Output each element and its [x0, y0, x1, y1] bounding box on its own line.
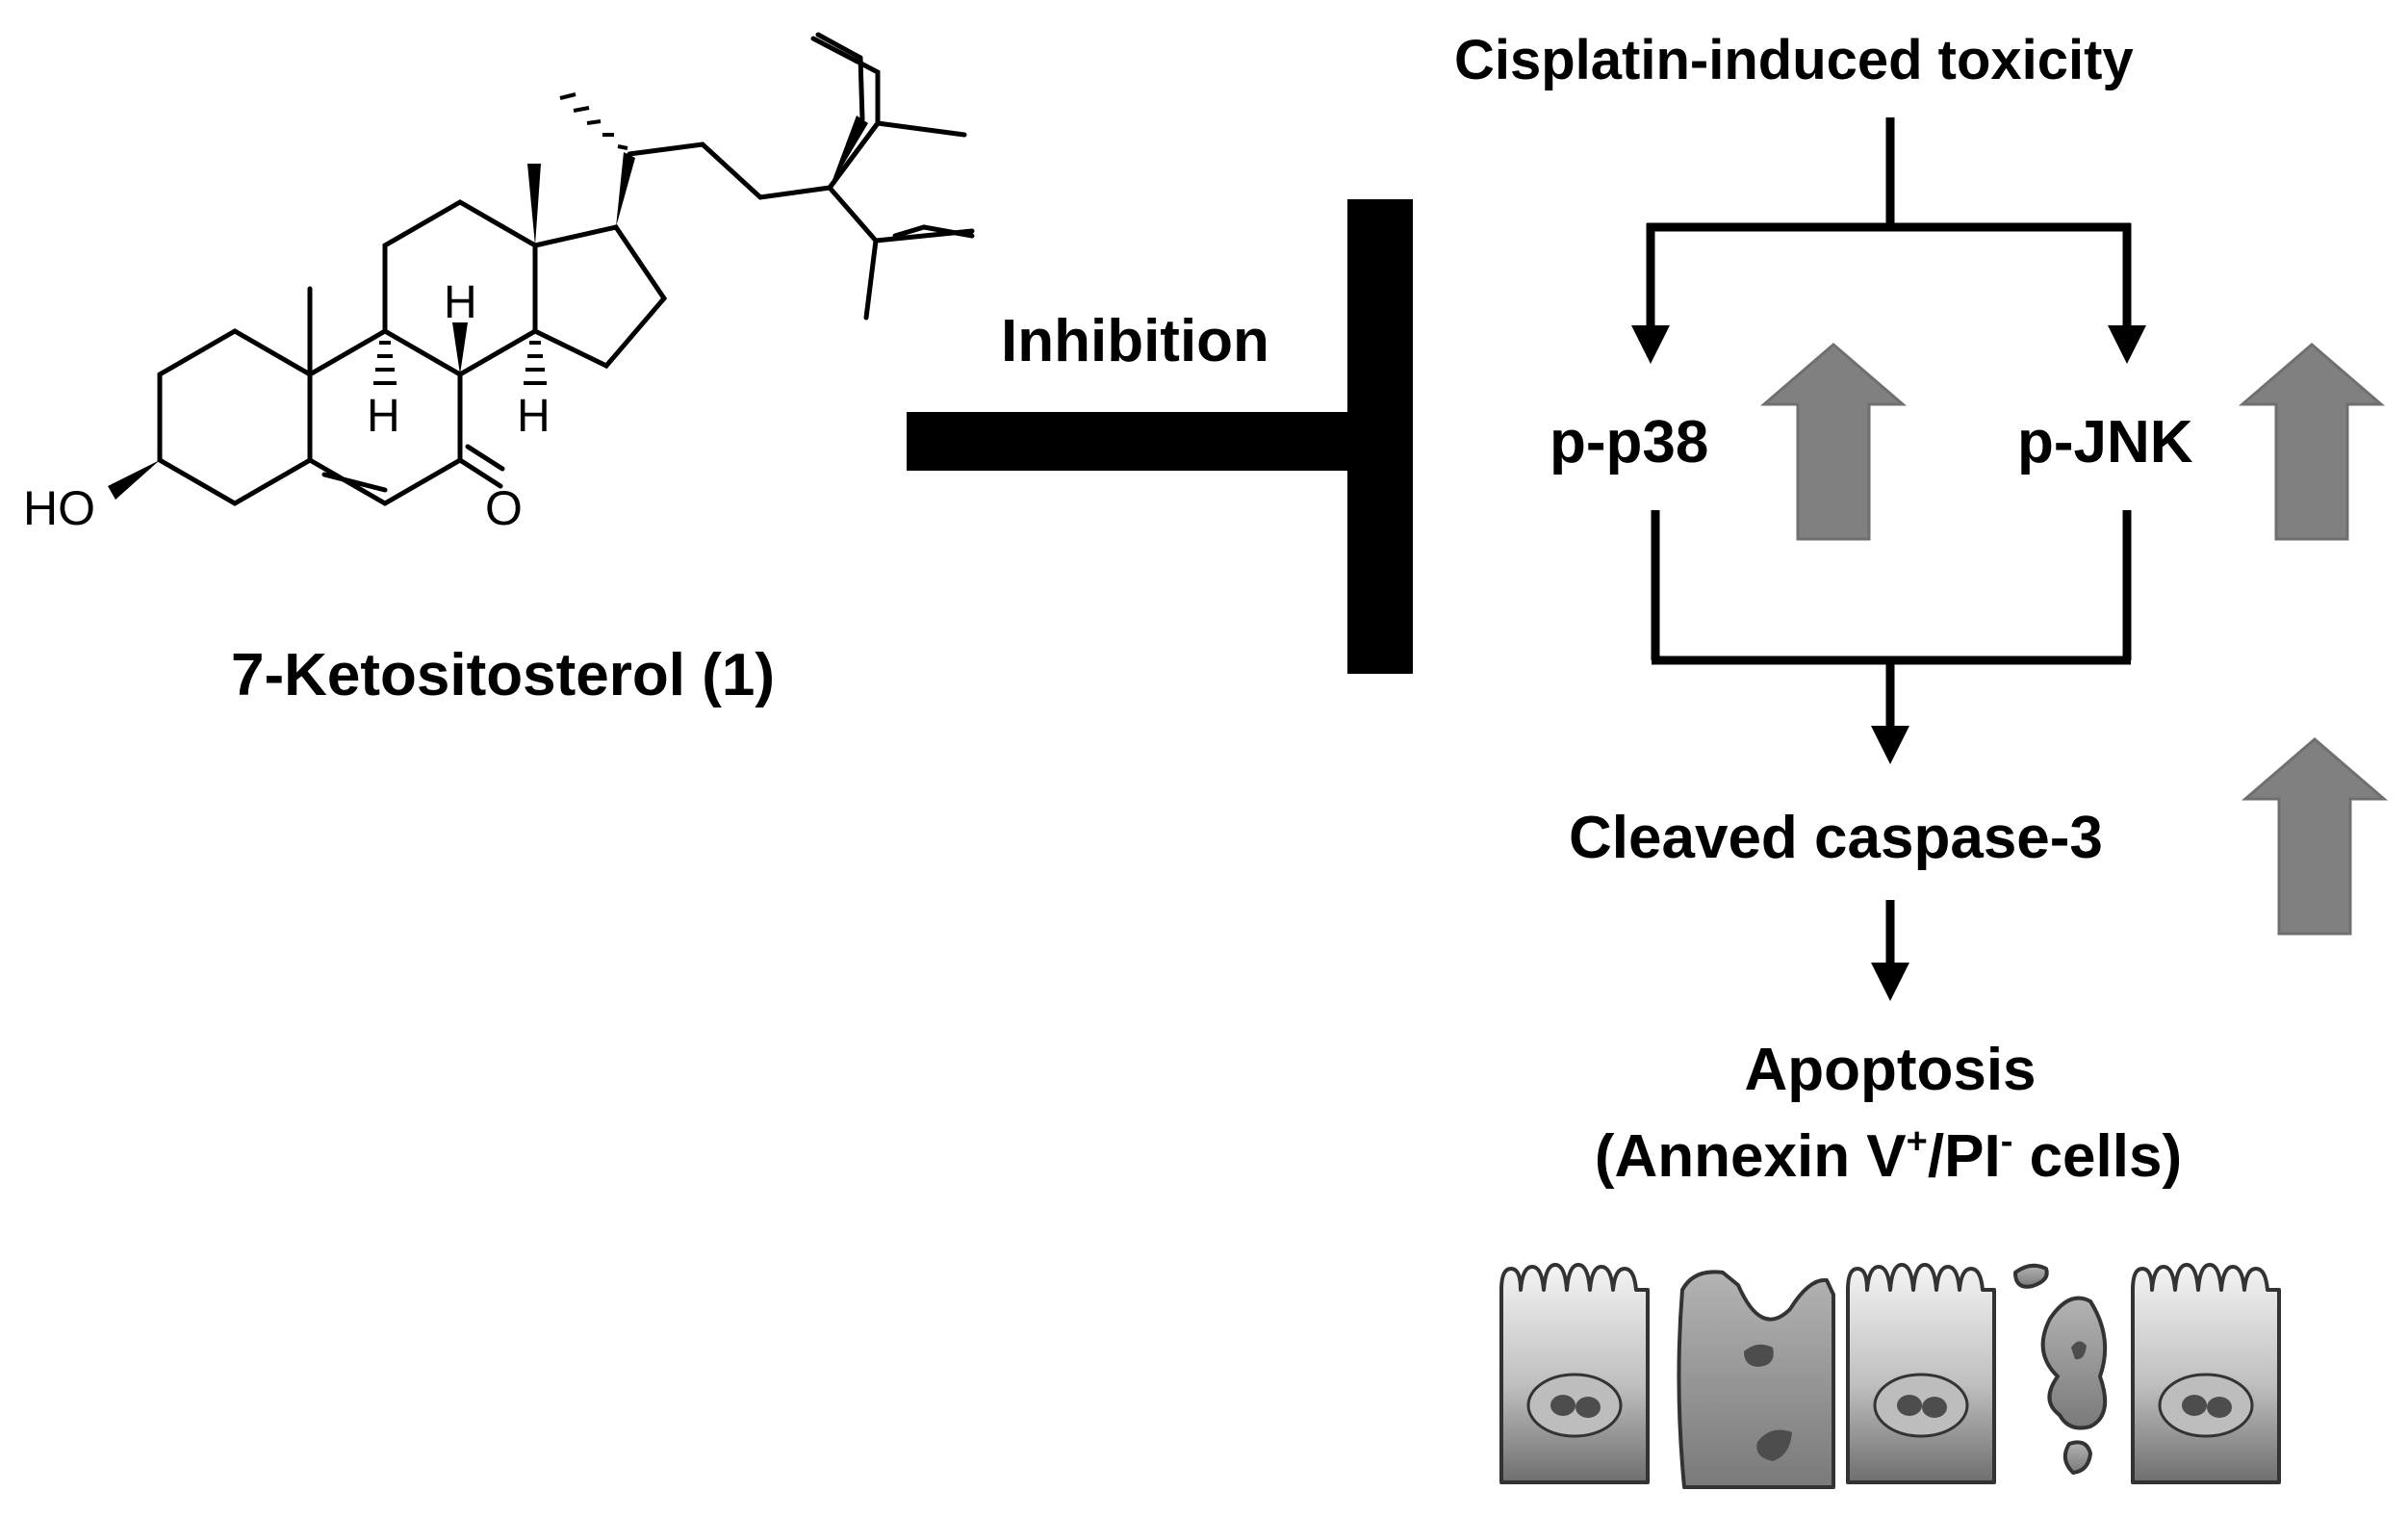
up-arrow-icon: [2238, 343, 2386, 541]
caspase-label: Cleaved caspase-3: [1569, 805, 2103, 871]
annexin-label: (Annexin V+/PI- cells): [1595, 1121, 2182, 1190]
arrowheads: [1631, 325, 2146, 1001]
up-arrow-icon: [1759, 343, 1908, 541]
steroid-structure: [108, 32, 975, 506]
jnk-label: p-JNK: [2017, 409, 2193, 476]
c14-hydrogen-label: H: [517, 391, 551, 442]
up-arrow-icon: [2241, 737, 2389, 936]
inhibition-tee-icon: [907, 199, 1413, 674]
c8-hydrogen-label: H: [444, 277, 477, 328]
p38-label: p-p38: [1550, 409, 1708, 476]
inhibition-label: Inhibition: [1001, 308, 1269, 374]
trigger-label: Cisplatin-induced toxicity: [1454, 29, 2134, 91]
epithelial-cells-illustration: [1499, 1263, 2281, 1489]
ketone-oxygen-label: O: [485, 481, 523, 535]
pathway-arrows: [1646, 117, 2132, 966]
hydroxyl-label: HO: [23, 481, 95, 535]
c9-hydrogen-label: H: [367, 391, 400, 442]
apoptosis-label: Apoptosis: [1744, 1037, 2036, 1103]
compound-name: 7-Ketositosterol (1): [231, 642, 775, 708]
